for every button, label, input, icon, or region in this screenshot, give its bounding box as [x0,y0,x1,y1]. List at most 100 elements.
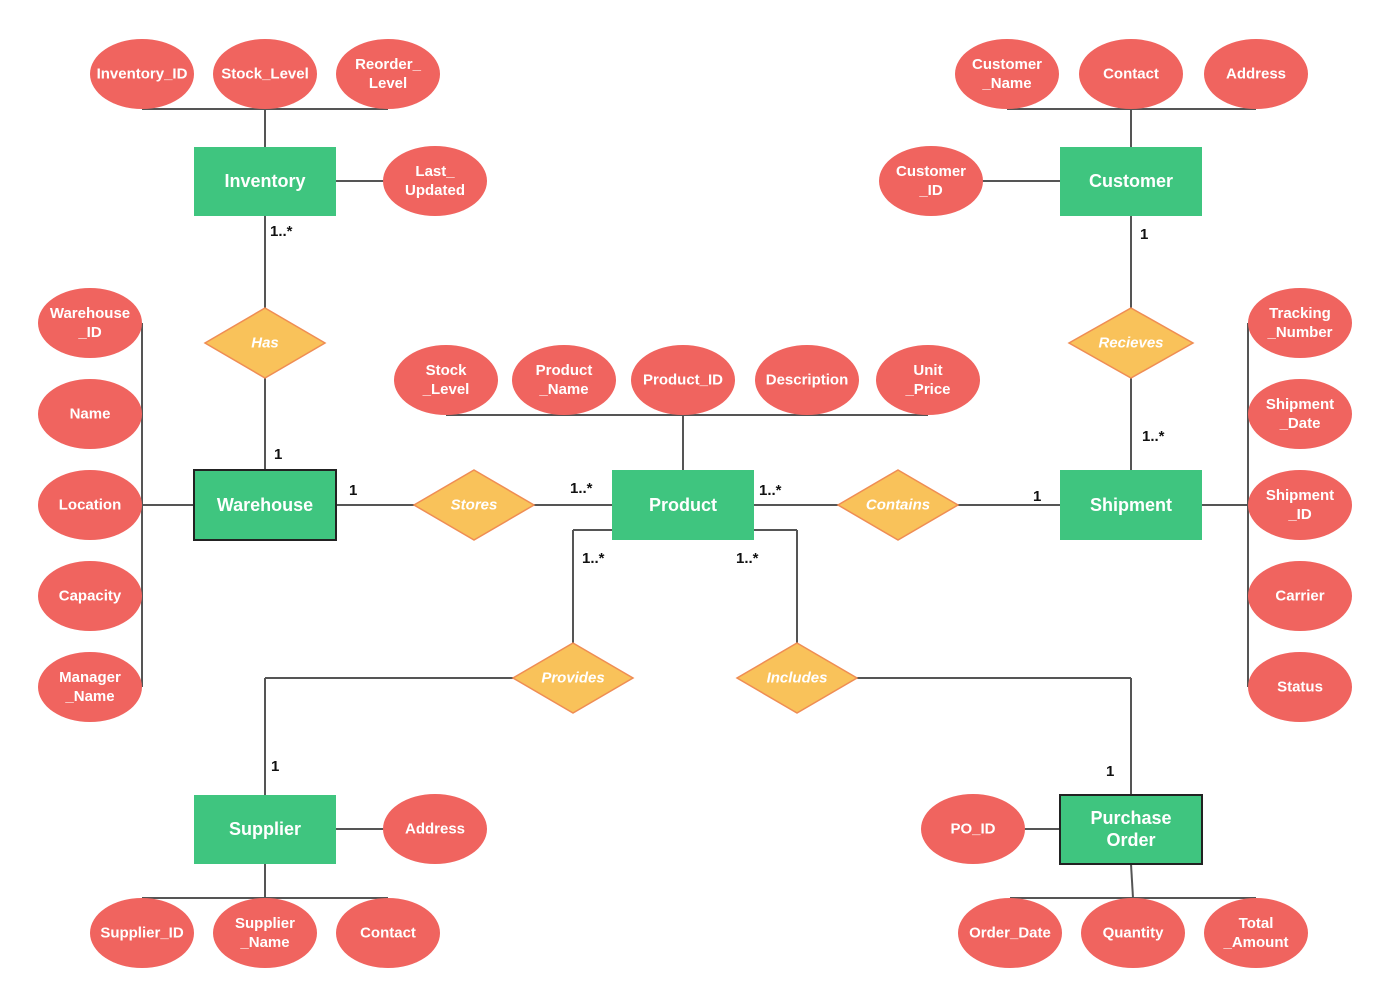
card-customer-recieves: 1 [1140,226,1148,243]
attr-warehouse-manager-name-label: Manager_Name [59,669,121,705]
attr-product-description[interactable]: Description [755,345,859,415]
attr-customer-contact-label: Contact [1103,66,1159,83]
attr-order-po-id-label: PO_ID [950,821,995,838]
attr-inventory-stock-level-label: Stock_Level [221,66,309,83]
entity-shipment-label: Shipment [1090,495,1172,515]
attr-order-total-amount[interactable]: Total_Amount [1204,898,1308,968]
entity-warehouse[interactable]: Warehouse [193,469,337,541]
attr-inventory-last-updated-label: Last_Updated [405,163,465,199]
attr-shipment-date-label: Shipment_Date [1266,396,1334,432]
attr-product-name[interactable]: Product_Name [512,345,616,415]
attr-warehouse-location-label: Location [59,497,122,514]
relationship-recieves[interactable]: Recieves [1067,307,1195,379]
card-inventory-has: 1..* [270,223,293,240]
attr-customer-id[interactable]: Customer_ID [879,146,983,216]
attr-order-po-id[interactable]: PO_ID [921,794,1025,864]
attr-customer-address-label: Address [1226,66,1286,83]
relationship-has-label: Has [251,335,279,352]
entity-customer[interactable]: Customer [1060,147,1202,216]
relationship-includes[interactable]: Includes [735,642,859,714]
relationship-provides-label: Provides [541,670,604,687]
relationship-recieves-label: Recieves [1098,335,1163,352]
attr-warehouse-location[interactable]: Location [38,470,142,540]
attr-inventory-reorder-level-label: Reorder_Level [355,56,422,92]
attr-supplier-name[interactable]: Supplier_Name [213,898,317,968]
relationship-includes-label: Includes [767,670,828,687]
entity-product-label: Product [649,495,717,515]
entity-warehouse-label: Warehouse [217,495,313,515]
card-shipment-recieves: 1..* [1142,428,1165,445]
attr-customer-name-label: Customer_Name [972,56,1042,92]
attr-supplier-name-label: Supplier_Name [235,915,295,951]
attr-warehouse-manager-name[interactable]: Manager_Name [38,652,142,722]
attr-warehouse-id[interactable]: Warehouse_ID [38,288,142,358]
attr-product-id-label: Product_ID [643,372,723,389]
attr-customer-address[interactable]: Address [1204,39,1308,109]
attr-inventory-id-label: Inventory_ID [97,66,188,83]
attr-shipment-id[interactable]: Shipment_ID [1248,470,1352,540]
attr-supplier-contact[interactable]: Contact [336,898,440,968]
attr-inventory-stock-level[interactable]: Stock_Level [213,39,317,109]
attr-inventory-reorder-level[interactable]: Reorder_Level [336,39,440,109]
attr-product-name-label: Product_Name [536,362,593,398]
attr-inventory-last-updated[interactable]: Last_Updated [383,146,487,216]
attr-shipment-carrier[interactable]: Carrier [1248,561,1352,631]
relationship-stores-label: Stores [451,497,498,514]
attr-customer-id-label: Customer_ID [896,163,966,199]
attr-supplier-id-label: Supplier_ID [100,925,184,942]
entity-supplier-label: Supplier [229,819,301,839]
attr-shipment-date[interactable]: Shipment_Date [1248,379,1352,449]
relationship-contains[interactable]: Contains [836,469,960,541]
attr-shipment-tracking-number[interactable]: Tracking_Number [1248,288,1352,358]
attr-product-stock-level-label: Stock_Level [422,362,470,398]
entity-shipment[interactable]: Shipment [1060,470,1202,540]
entity-inventory-label: Inventory [224,171,305,191]
relationship-has[interactable]: Has [203,307,327,379]
attr-warehouse-name[interactable]: Name [38,379,142,449]
attr-shipment-status-label: Status [1277,679,1323,696]
attr-shipment-tracking-number-label: Tracking_Number [1266,305,1332,341]
relationship-contains-label: Contains [866,497,930,514]
card-supplier-provides: 1 [271,758,279,775]
card-product-provides: 1..* [582,550,605,567]
attr-order-quantity[interactable]: Quantity [1081,898,1185,968]
attr-shipment-carrier-label: Carrier [1275,588,1324,605]
card-order-includes: 1 [1106,763,1114,780]
attr-order-date[interactable]: Order_Date [958,898,1062,968]
entity-customer-label: Customer [1089,171,1173,191]
card-warehouse-has: 1 [274,446,282,463]
entity-supplier[interactable]: Supplier [194,795,336,864]
card-product-contains: 1..* [759,482,782,499]
relationship-stores[interactable]: Stores [412,469,536,541]
attr-warehouse-name-label: Name [70,406,111,423]
attr-product-id[interactable]: Product_ID [631,345,735,415]
attr-supplier-contact-label: Contact [360,925,416,942]
card-product-stores: 1..* [570,480,593,497]
attr-shipment-status[interactable]: Status [1248,652,1352,722]
attr-product-unit-price[interactable]: Unit_Price [876,345,980,415]
entity-inventory[interactable]: Inventory [194,147,336,216]
attr-warehouse-id-label: Warehouse_ID [50,305,130,341]
card-product-includes: 1..* [736,550,759,567]
attr-order-quantity-label: Quantity [1103,925,1164,942]
attr-customer-name[interactable]: Customer_Name [955,39,1059,109]
attr-product-stock-level[interactable]: Stock_Level [394,345,498,415]
card-shipment-contains: 1 [1033,488,1041,505]
attr-shipment-id-label: Shipment_ID [1266,487,1334,523]
attr-customer-contact[interactable]: Contact [1079,39,1183,109]
relationship-provides[interactable]: Provides [511,642,635,714]
attr-supplier-address-label: Address [405,821,465,838]
attr-inventory-id[interactable]: Inventory_ID [90,39,194,109]
cardinality-labels: 1..* 1 1 1..* 1 1..* 1..* 1 1..* 1..* 1 … [270,223,1165,780]
entity-product[interactable]: Product [612,470,754,540]
attr-order-date-label: Order_Date [969,925,1051,942]
attr-warehouse-capacity-label: Capacity [59,588,122,605]
attr-product-description-label: Description [766,372,849,389]
attr-supplier-id[interactable]: Supplier_ID [90,898,194,968]
attr-supplier-address[interactable]: Address [383,794,487,864]
attr-order-total-amount-label: Total_Amount [1223,915,1289,951]
attr-warehouse-capacity[interactable]: Capacity [38,561,142,631]
